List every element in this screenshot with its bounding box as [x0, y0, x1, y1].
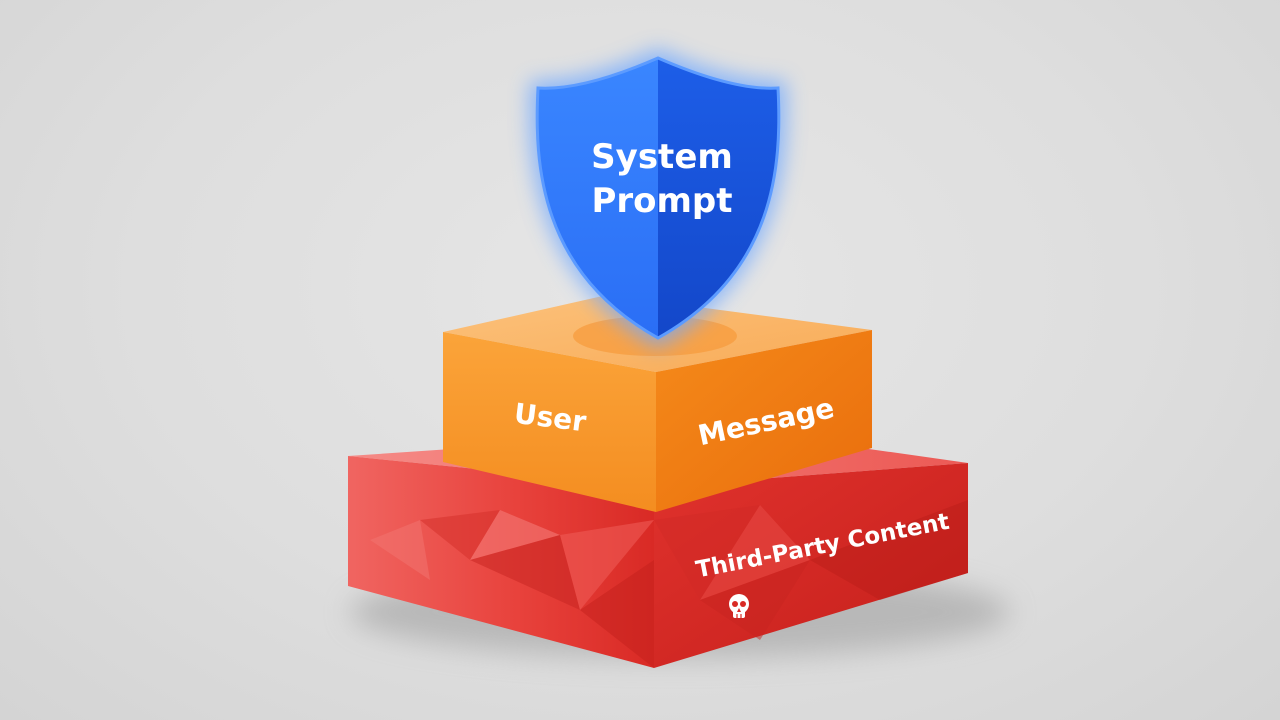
red-facet: [370, 520, 430, 580]
system-prompt-layer: System Prompt: [529, 48, 787, 348]
red-facet: [810, 500, 968, 600]
skull-icon: [729, 594, 749, 618]
prompt-label: Prompt: [591, 181, 732, 221]
shield-left-half: [537, 58, 658, 338]
shield-rim: [535, 56, 781, 340]
red-facet: [420, 510, 500, 560]
orange-front-face: [443, 332, 656, 512]
system-label: System: [591, 137, 733, 177]
red-facet: [700, 560, 810, 640]
red-facet: [470, 535, 580, 610]
shield-right-half: [658, 58, 779, 338]
red-facet: [560, 520, 654, 610]
shield-icon: [529, 48, 787, 348]
red-facet: [654, 505, 760, 600]
red-facet: [470, 510, 560, 560]
orange-side-face: [656, 330, 872, 512]
red-facet: [580, 560, 654, 668]
red-facet: [700, 505, 810, 600]
